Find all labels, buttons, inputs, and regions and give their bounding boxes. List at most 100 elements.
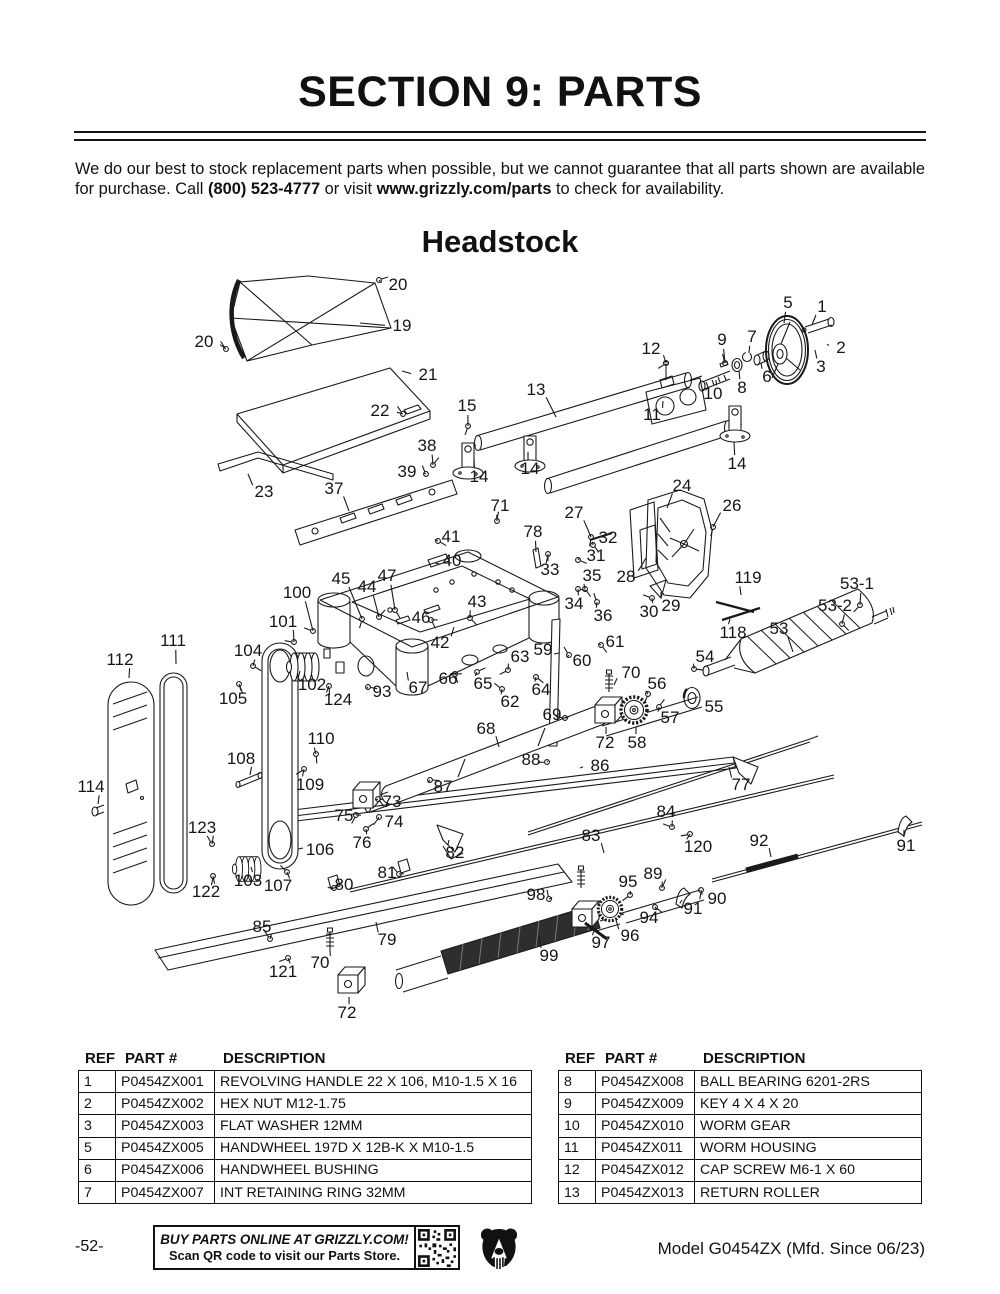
callout-label: 46 (411, 608, 431, 627)
callout-label: 77 (731, 775, 751, 794)
part-slotted-strip (294, 479, 458, 546)
worm-bearing-block (594, 696, 623, 724)
col-ref: REF (85, 1050, 115, 1067)
callout-label: 65 (473, 674, 493, 693)
part-bolt (589, 532, 613, 541)
description-cell: RETURN ROLLER (694, 1181, 921, 1204)
col-desc: DESCRIPTION (223, 1050, 326, 1067)
callout-label: 42 (430, 633, 450, 652)
part-number-cell: P0454ZX013 (595, 1181, 694, 1204)
intro-text: to check for availability. (551, 180, 725, 199)
callout-label: 30 (639, 602, 659, 621)
callout-label: 86 (590, 756, 610, 775)
callout-label: 14 (520, 459, 540, 478)
callout-label: 121 (268, 962, 298, 981)
callout-label: 106 (305, 840, 335, 859)
ref-cell: 3 (84, 1117, 92, 1134)
callout-label: 66 (438, 669, 458, 688)
callout-label: 74 (384, 812, 404, 831)
callout-label: 41 (441, 527, 461, 546)
description-cell: FLAT WASHER 12MM (214, 1115, 531, 1137)
callout-label: 108 (226, 749, 256, 768)
callout-label: 27 (564, 503, 584, 522)
hardware-screw-glyph (574, 556, 588, 565)
callout-label: 13 (526, 380, 546, 399)
table-header-left: REF PART # DESCRIPTION (80, 1050, 532, 1067)
hardware-screw-glyph (695, 886, 707, 900)
hardware-screw-glyph (216, 340, 231, 353)
callout-label: 35 (582, 566, 602, 585)
model-info: Model G0454ZX (Mfd. Since 06/23) (657, 1239, 925, 1258)
callout-label: 29 (661, 596, 681, 615)
part-number-cell: P0454ZX010 (595, 1115, 694, 1137)
callout-label: 111 (160, 631, 186, 650)
worm-gear (596, 895, 624, 923)
callout-label: 81 (377, 863, 397, 882)
part-handwheel-assembly (698, 315, 835, 392)
worm-bearing-block (337, 966, 366, 994)
callout-label: 92 (749, 831, 769, 850)
callout-label: 120 (683, 837, 713, 856)
callout-label: 36 (593, 606, 613, 625)
callout-label: 28 (616, 567, 636, 586)
ref-cell: 8 (564, 1073, 572, 1090)
callout-label: 93 (372, 682, 392, 701)
callout-label: 60 (572, 651, 592, 670)
part-number-cell: P0454ZX009 (595, 1093, 694, 1115)
part-fan-housing (645, 489, 713, 599)
callout-label: 97 (591, 933, 611, 952)
description-cell: CAP SCREW M6-1 X 60 (694, 1159, 921, 1181)
callout-label: 63 (510, 647, 530, 666)
callout-label: 8 (737, 378, 747, 397)
callout-label: 89 (643, 864, 663, 883)
callout-label: 15 (457, 396, 477, 415)
callout-label: 75 (334, 806, 354, 825)
description-cell: WORM GEAR (694, 1115, 921, 1137)
worm-bearing-block (352, 781, 381, 809)
hardware-screw-glyph (249, 662, 263, 672)
callout-label: 26 (722, 496, 742, 515)
callout-label: 87 (433, 777, 453, 796)
callout-label: 68 (476, 719, 496, 738)
worm-gear (619, 695, 649, 725)
hardware-screw-glyph (373, 813, 383, 827)
callout-label: 110 (307, 729, 335, 748)
description-cell: WORM HOUSING (694, 1137, 921, 1159)
callout-label: 118 (719, 623, 747, 642)
callout-label: 100 (282, 583, 312, 602)
callout-label: 123 (187, 818, 217, 837)
callout-label: 14 (727, 454, 747, 473)
intro-paragraph: We do our best to stock replacement part… (75, 159, 925, 199)
callout-label: 33 (540, 560, 560, 579)
ref-cell: 11 (564, 1140, 579, 1157)
part-spiral-cutterhead (702, 588, 895, 677)
page-title: SECTION 9: PARTS (298, 68, 702, 116)
part-ball-bearing (682, 686, 701, 710)
ref-cell: 13 (564, 1184, 580, 1201)
qr-code-graphic (418, 1228, 456, 1267)
diagram-line-art (91, 271, 923, 1005)
callout-label: 32 (598, 528, 618, 547)
part-number-cell: P0454ZX002 (115, 1093, 214, 1115)
callout-label: 47 (377, 566, 397, 585)
part-number-cell: P0454ZX008 (595, 1071, 694, 1093)
ref-cell: 1 (84, 1073, 92, 1090)
hardware-screw-glyph (642, 593, 656, 602)
callout-label: 91 (896, 836, 916, 855)
promo-line2: Scan QR code to visit our Parts Store. (168, 1248, 401, 1263)
callout-label: 44 (357, 577, 377, 596)
part-base-casting (317, 549, 560, 696)
part-table-panel (236, 367, 431, 474)
callout-label: 22 (370, 401, 390, 420)
callout-label: 58 (627, 733, 647, 752)
callout-label: 82 (445, 843, 465, 862)
part-worm-housing (645, 360, 707, 425)
callout-label: 43 (467, 592, 487, 611)
part-number-cell: P0454ZX011 (595, 1137, 694, 1159)
callout-label: 122 (191, 882, 221, 901)
part-chip-deflector-lower (154, 858, 573, 971)
callout-label: 83 (581, 826, 601, 845)
